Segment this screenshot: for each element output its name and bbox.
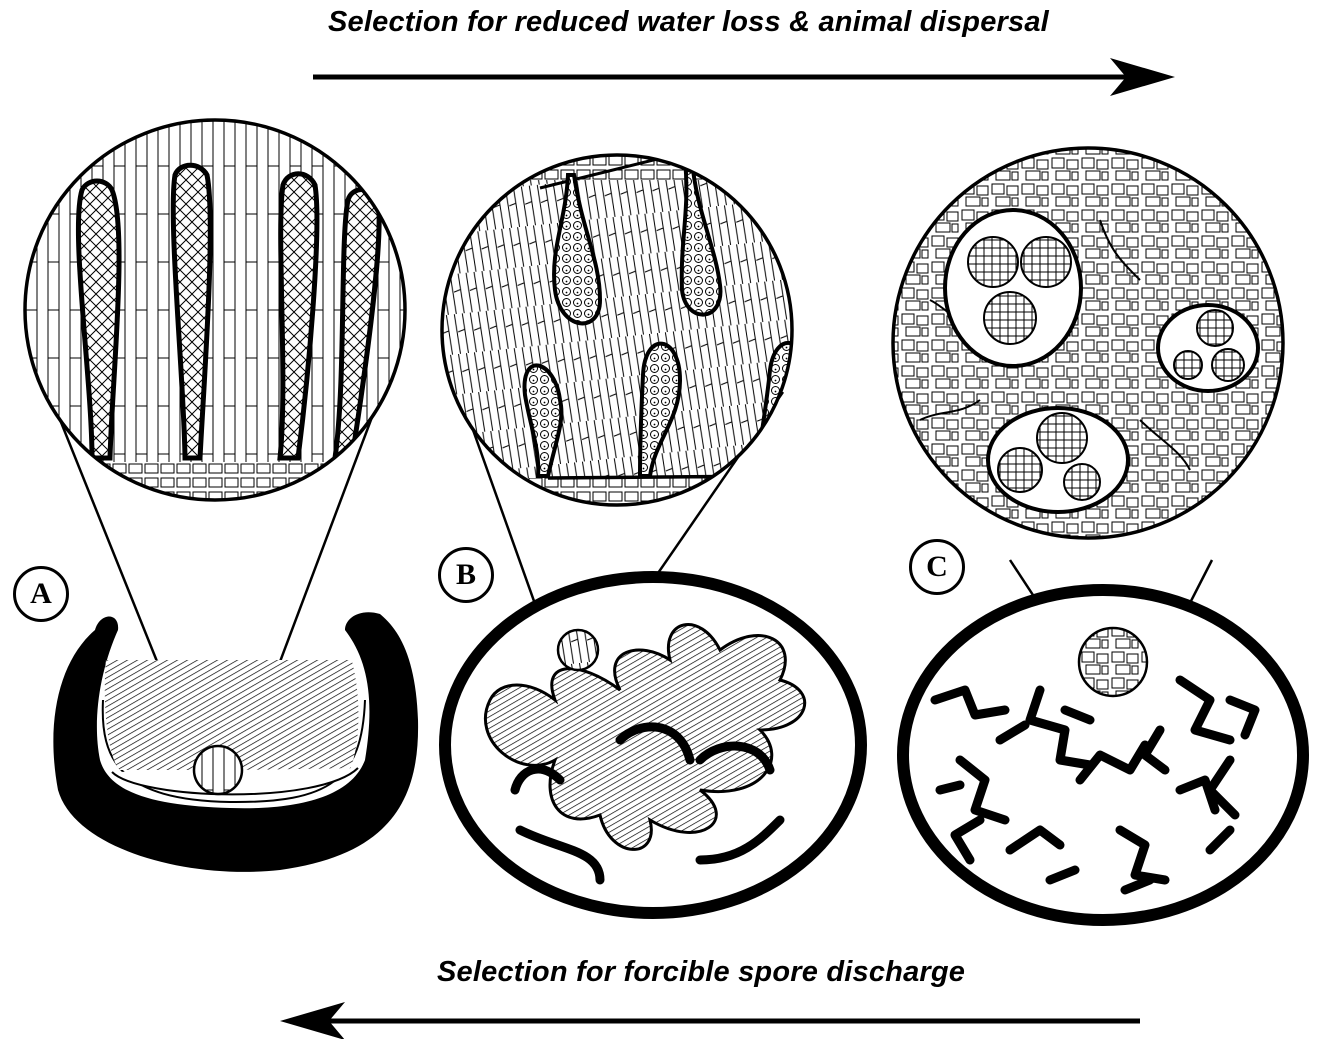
- bottom-caption: Selection for forcible spore discharge: [437, 956, 965, 989]
- apothecium-cup: [53, 612, 418, 872]
- top-arrow: [313, 58, 1175, 96]
- panel-c: [893, 148, 1303, 920]
- panel-label-a: A: [13, 566, 69, 622]
- panel-a: [20, 120, 420, 872]
- panel-b: [440, 140, 861, 913]
- zoom-circle-b: [440, 140, 805, 538]
- top-caption: Selection for reduced water loss & anima…: [328, 6, 1049, 39]
- ascocarp-b: [445, 577, 861, 913]
- panel-label-c: C: [909, 539, 965, 595]
- ascocarp-c: [903, 590, 1303, 920]
- zoom-circle-c: [893, 148, 1283, 538]
- panel-label-b: B: [438, 547, 494, 603]
- bottom-arrow: [280, 1002, 1140, 1039]
- zoom-circle-a: [20, 120, 420, 522]
